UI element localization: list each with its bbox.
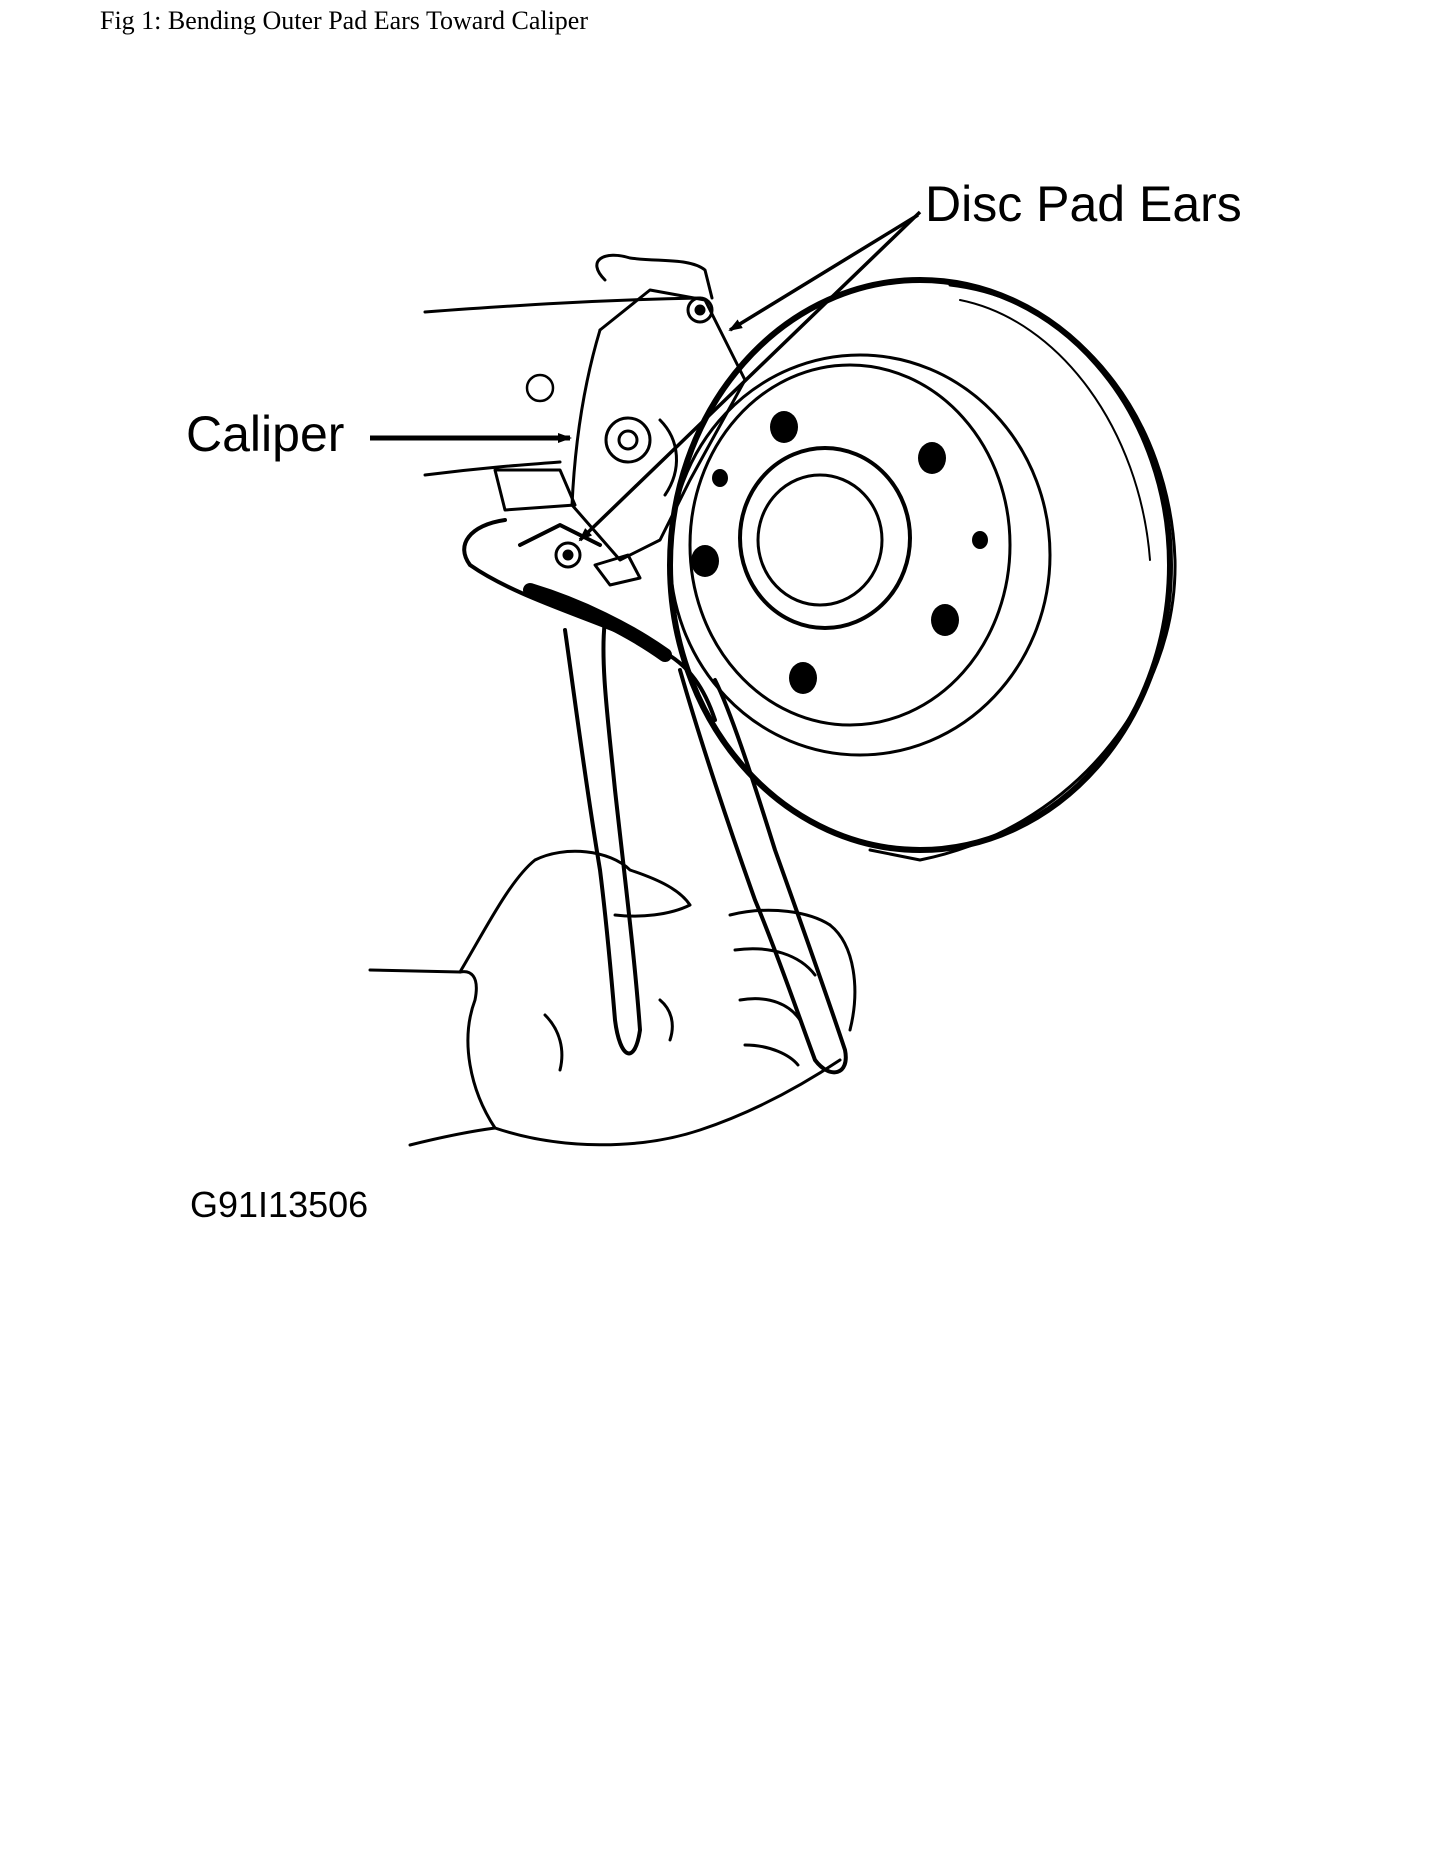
- lug-studs: [691, 411, 988, 694]
- leader-lines: [370, 210, 922, 542]
- caliper-label: Caliper: [186, 406, 344, 462]
- hand-illustration: [368, 849, 857, 1147]
- brake-rotor-illustration: [667, 277, 1177, 862]
- pliers-illustration: [462, 518, 848, 1075]
- figure-caption: Fig 1: Bending Outer Pad Ears Toward Cal…: [100, 6, 589, 35]
- disc-pad-ears-label: Disc Pad Ears: [925, 176, 1242, 232]
- caliper-body: [423, 253, 747, 587]
- figure-code: G91I13506: [190, 1184, 368, 1225]
